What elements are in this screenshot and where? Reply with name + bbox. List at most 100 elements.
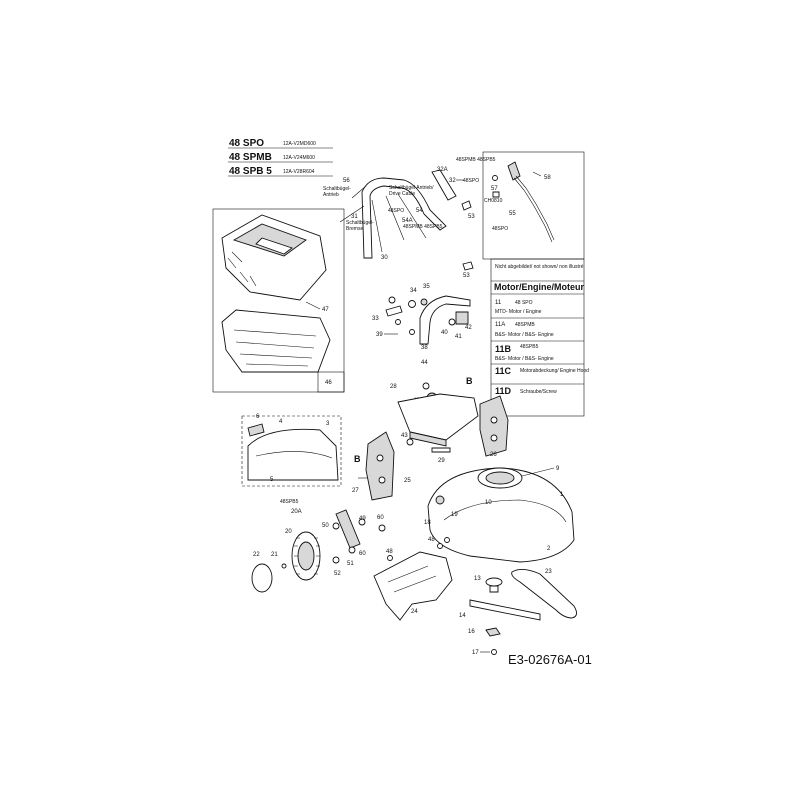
section-marker-b-2: B xyxy=(354,454,361,464)
callout-41: 41 xyxy=(455,334,462,340)
callout-60-b: 60 xyxy=(359,551,366,557)
callout-10: 10 xyxy=(485,500,492,506)
lower-handle-hardware: 34 35 33 39 40 41 42 38 44 45 B xyxy=(372,284,473,404)
label-drive-en: Drive Cable xyxy=(389,191,415,197)
callout-48-deck: 48 xyxy=(428,537,435,543)
callout-46: 46 xyxy=(325,380,332,386)
callout-31: 31 xyxy=(351,214,358,220)
legend-row-11a-desc: B&S- Motor / B&S- Engine xyxy=(495,332,554,338)
legend-row-11c-num: 11C xyxy=(495,366,512,376)
callout-47: 47 xyxy=(322,307,329,313)
inset-num-57: 57 xyxy=(491,186,498,192)
inset-model-label: 48SPO xyxy=(492,226,508,232)
grass-bag-box: 47 46 xyxy=(212,208,345,393)
legend-row-11b-num: 11B xyxy=(495,344,512,354)
callout-23: 23 xyxy=(545,569,552,575)
label-31-de2: Bremse xyxy=(346,226,363,232)
callout-1: 1 xyxy=(560,492,564,498)
legend-note: Nicht abgebildet/ not shown/ non illustr… xyxy=(495,264,584,270)
model-name-3: 48 SPB 5 xyxy=(229,166,272,177)
label-31-de: Schaltbügel- xyxy=(346,220,374,226)
callout-54a: 54A xyxy=(402,218,413,224)
legend-row-11-model: 48 SPO xyxy=(515,300,533,306)
callout-30: 30 xyxy=(381,255,388,261)
callout-53: 53 xyxy=(463,273,470,279)
callout-38: 38 xyxy=(421,345,428,351)
callout-5: 5 xyxy=(270,477,274,483)
label-48spo-top: 48SPO xyxy=(463,178,479,184)
callout-3: 3 xyxy=(326,421,330,427)
callout-29: 29 xyxy=(438,458,445,464)
callout-42: 42 xyxy=(465,325,472,331)
inset-num-55: 55 xyxy=(509,211,516,217)
model-code-1: 12A-V2MD600 xyxy=(283,141,316,147)
callout-25: 25 xyxy=(404,478,411,484)
callout-9: 9 xyxy=(556,466,560,472)
inset-side-label: CH0810 xyxy=(484,198,503,204)
callout-2: 2 xyxy=(547,546,551,552)
legend-row-11b-desc: B&S- Motor / B&S- Engine xyxy=(495,356,554,362)
callout-35: 35 xyxy=(423,284,430,290)
callout-40: 40 xyxy=(441,330,448,336)
legend-row-11d-num: 11D xyxy=(495,386,512,396)
legend-row-11a-model: 48SPMB xyxy=(515,322,535,328)
callout-60-a: 60 xyxy=(377,515,384,521)
inset-cable-box: 58 57 CH0810 55 48SPO xyxy=(482,151,585,260)
callout-26: 26 xyxy=(490,452,497,458)
callout-20a: 20A xyxy=(291,509,302,515)
callout-24: 24 xyxy=(411,609,418,615)
rear-bracket-right: 26 xyxy=(479,395,509,458)
model-code-3: 12A-V28R604 xyxy=(283,169,315,175)
callout-51: 51 xyxy=(347,561,354,567)
callout-19: 19 xyxy=(451,512,458,518)
callout-20: 20 xyxy=(285,529,292,535)
callout-52: 52 xyxy=(334,571,341,577)
callout-14: 14 xyxy=(459,613,466,619)
legend-row-11a-num: 11A xyxy=(495,322,505,328)
callout-16: 16 xyxy=(468,629,475,635)
label-drive-de: Schaltbügel Antrieb/ xyxy=(389,185,434,191)
callout-43: 43 xyxy=(401,433,408,439)
engine-legend: Nicht abgebildet/ not shown/ non illustr… xyxy=(490,258,589,417)
callout-22: 22 xyxy=(253,552,260,558)
mower-deck: 9 10 1 2 19 18 48 xyxy=(424,466,575,563)
front-cover: 24 xyxy=(373,543,453,621)
side-detail-box: 6 4 3 5 xyxy=(241,414,342,487)
wheel-model-label: 48SPB5 xyxy=(280,499,299,505)
model-name-1: 48 SPO xyxy=(229,138,264,149)
callout-27: 27 xyxy=(352,488,359,494)
legend-heading: Motor/Engine/Moteur xyxy=(494,282,584,292)
label-models-top: 48SPMB 48SPB5 xyxy=(456,157,496,163)
callout-48-wheel: 48 xyxy=(386,549,393,555)
label-56-de2: Antrieb xyxy=(323,192,339,198)
callout-32: 32 xyxy=(449,178,456,184)
handle-assembly: 56 Schaltbügel- Antrieb Schaltbügel Antr… xyxy=(323,157,496,261)
callout-21: 21 xyxy=(271,552,278,558)
diagram-code: E3-02676A-01 xyxy=(508,652,592,667)
rear-bracket-left: 43 B 25 27 xyxy=(352,431,414,501)
section-marker-b-1: B xyxy=(466,376,473,386)
label-48spo-54: 48SPO xyxy=(388,208,404,214)
callout-54: 54 xyxy=(416,208,423,214)
callout-17: 17 xyxy=(472,650,479,656)
label-56-de: Schaltbügel- xyxy=(323,186,351,192)
callout-39: 39 xyxy=(376,332,383,338)
legend-row-11-num: 11 xyxy=(495,300,502,306)
model-name-2: 48 SPMB xyxy=(229,152,272,163)
callout-49: 49 xyxy=(359,516,366,522)
legend-row-11b-model: 48SPB5 xyxy=(520,344,539,350)
callout-53-top: 53 xyxy=(468,214,475,220)
callout-50: 50 xyxy=(322,523,329,529)
legend-row-11d-desc: Schraube/Screw xyxy=(520,389,557,395)
model-table: 48 SPO 12A-V2MD600 48 SPMB 12A-V24M600 4… xyxy=(228,138,333,177)
legend-row-11c-desc: Motorabdeckung/ Engine Hood xyxy=(520,368,589,374)
callout-6: 6 xyxy=(256,414,260,420)
callout-34: 34 xyxy=(410,288,417,294)
legend-row-11-desc: MTD- Motor / Engine xyxy=(495,309,542,315)
callout-18: 18 xyxy=(424,520,431,526)
callout-28: 28 xyxy=(390,384,397,390)
belt-blade-hardware: 23 13 14 16 17 xyxy=(459,569,577,656)
callout-56: 56 xyxy=(343,178,350,184)
label-54a-models: 48SPMB 48SPB5 xyxy=(403,224,443,230)
